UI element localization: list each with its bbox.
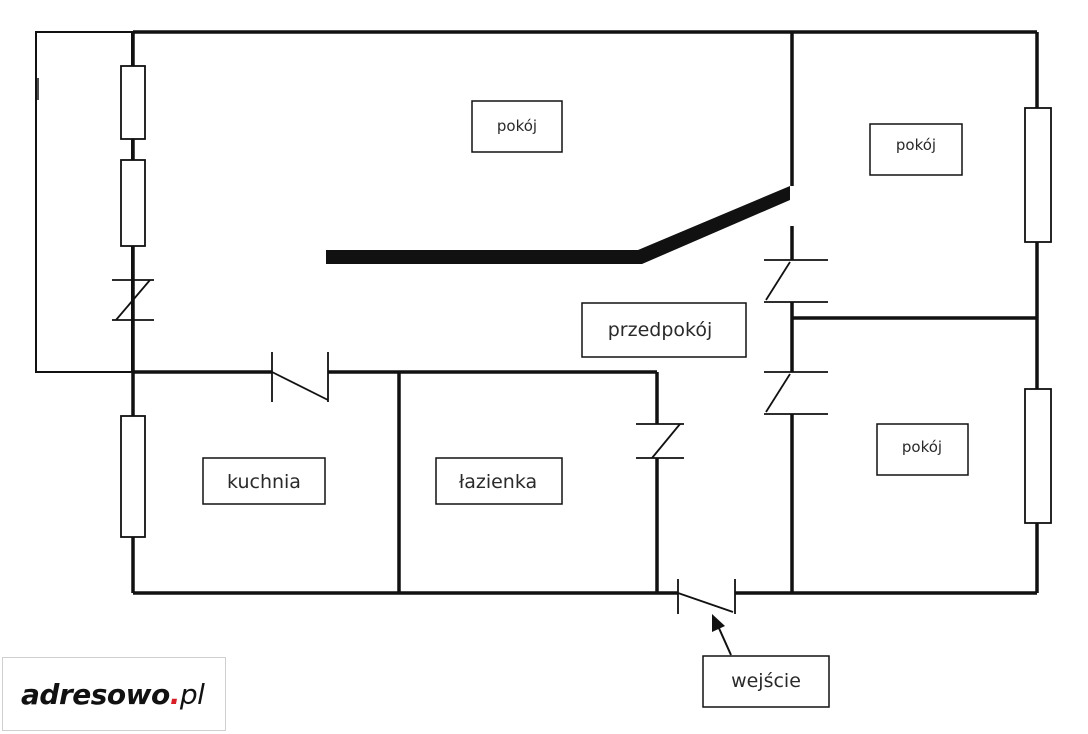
balcony	[35, 31, 133, 373]
windows	[120, 65, 1052, 538]
door-kitchen	[271, 352, 329, 402]
window-right-1	[1024, 107, 1052, 243]
door-bathroom	[636, 423, 684, 459]
window-left-3	[120, 415, 146, 538]
room-label-pokoj-upper-right: pokój	[896, 136, 936, 154]
door-room-upper-right	[764, 259, 828, 303]
label-box-lazienka	[435, 457, 563, 505]
logo-brand: adresowo	[21, 677, 170, 711]
window-right-2	[1024, 388, 1052, 524]
label-box-pokoj-main	[471, 100, 563, 153]
label-box-kuchnia	[202, 457, 326, 505]
label-box-pokoj-lower-right	[876, 423, 969, 476]
door-balcony	[112, 279, 154, 321]
window-left-2	[120, 159, 146, 247]
window-left-1	[120, 65, 146, 140]
logo-tld: pl	[179, 677, 205, 711]
doors	[112, 259, 828, 614]
room-label-pokoj-lower-right: pokój	[902, 438, 942, 456]
door-room-lower-right	[764, 371, 828, 415]
room-label-lazienka: łazienka	[459, 471, 537, 493]
partition-wall	[326, 186, 790, 264]
label-box-wejscie	[702, 655, 830, 708]
entrance-arrow	[712, 614, 732, 656]
entrance-label: wejście	[731, 670, 801, 692]
room-label-kuchnia: kuchnia	[227, 471, 301, 493]
interior-walls	[133, 32, 1037, 593]
room-label-boxes	[202, 100, 969, 708]
logo-dot: .	[169, 677, 181, 711]
room-label-przedpokoj: przedpokój	[608, 319, 713, 341]
room-label-pokoj-main: pokój	[497, 117, 537, 135]
label-box-przedpokoj	[581, 302, 747, 358]
label-box-pokoj-upper-right	[869, 123, 963, 176]
door-entrance	[677, 579, 736, 614]
adresowo-logo: adresowo.pl	[2, 657, 226, 731]
